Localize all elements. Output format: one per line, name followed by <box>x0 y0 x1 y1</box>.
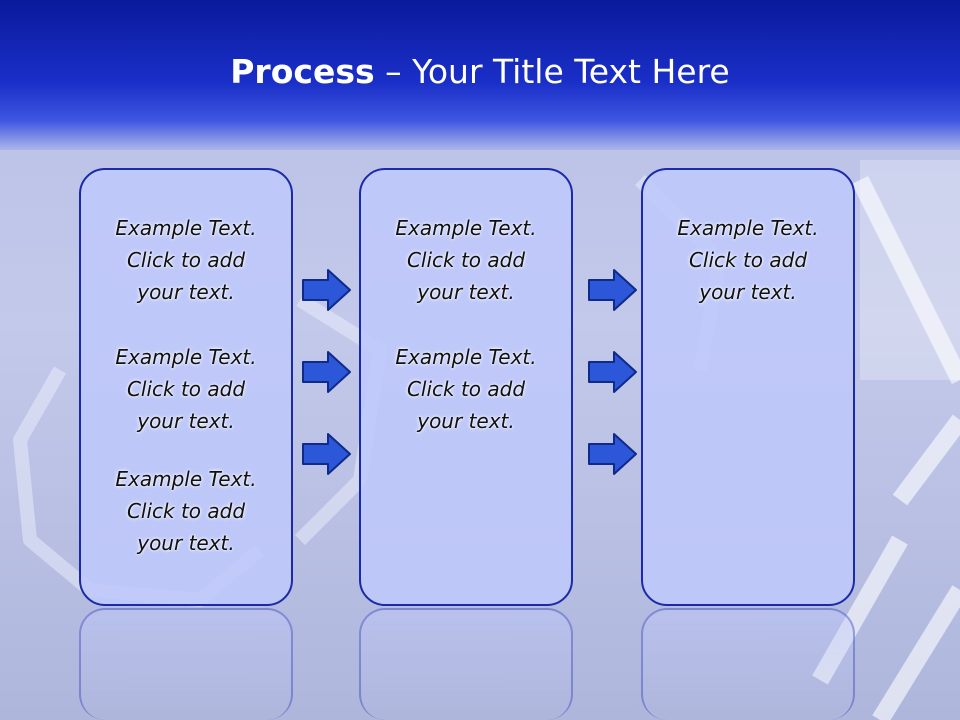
title-rest: – Your Title Text Here <box>374 52 730 91</box>
title-bar <box>0 0 960 150</box>
text-line: your text. <box>137 409 235 433</box>
text-block[interactable]: Example Text. Click to add your text. <box>361 212 571 308</box>
text-line: Example Text. <box>115 345 257 369</box>
right-arrow-icon[interactable] <box>588 432 638 476</box>
text-line: your text. <box>699 280 797 304</box>
text-line: Example Text. <box>115 467 257 491</box>
text-line: Example Text. <box>677 216 819 240</box>
text-line: Click to add <box>406 377 526 401</box>
text-block[interactable]: Example Text. Click to add your text. <box>81 341 291 437</box>
box-reflection <box>641 608 855 720</box>
text-line: your text. <box>137 531 235 555</box>
text-line: Click to add <box>126 499 246 523</box>
text-block[interactable]: Example Text. Click to add your text. <box>81 212 291 308</box>
right-arrow-icon[interactable] <box>588 268 638 312</box>
right-arrow-icon[interactable] <box>588 350 638 394</box>
text-line: your text. <box>417 409 515 433</box>
right-arrow-icon[interactable] <box>302 350 352 394</box>
text-line: Example Text. <box>115 216 257 240</box>
box-reflection <box>79 608 293 720</box>
text-line: your text. <box>417 280 515 304</box>
right-arrow-icon[interactable] <box>302 268 352 312</box>
text-line: your text. <box>137 280 235 304</box>
text-line: Click to add <box>688 248 808 272</box>
title-bold: Process <box>230 52 375 91</box>
text-line: Click to add <box>126 377 246 401</box>
right-arrow-icon[interactable] <box>302 432 352 476</box>
text-block[interactable]: Example Text. Click to add your text. <box>361 341 571 437</box>
box-reflection <box>359 608 573 720</box>
process-box-1[interactable]: Example Text. Click to add your text. Ex… <box>79 168 293 606</box>
text-line: Example Text. <box>395 345 537 369</box>
process-box-3[interactable]: Example Text. Click to add your text. <box>641 168 855 606</box>
text-line: Click to add <box>126 248 246 272</box>
text-line: Example Text. <box>395 216 537 240</box>
text-block[interactable]: Example Text. Click to add your text. <box>81 463 291 559</box>
text-line: Click to add <box>406 248 526 272</box>
slide-title[interactable]: Process – Your Title Text Here <box>0 52 960 91</box>
process-box-2[interactable]: Example Text. Click to add your text. Ex… <box>359 168 573 606</box>
text-block[interactable]: Example Text. Click to add your text. <box>643 212 853 308</box>
